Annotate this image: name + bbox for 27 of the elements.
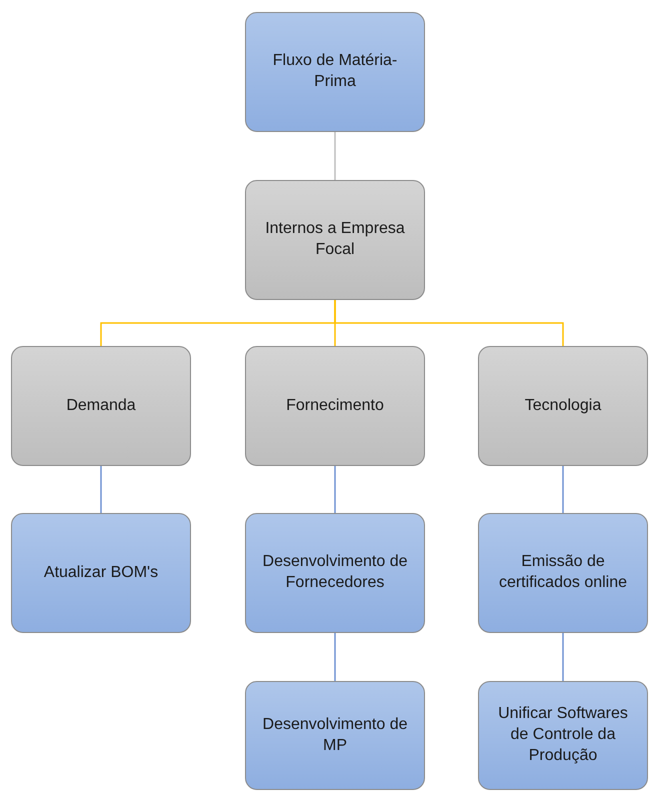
box-label: Atualizar BOM's (44, 562, 158, 583)
box-label: Internos a Empresa Focal (264, 219, 406, 260)
rounded-box (11, 346, 191, 466)
rounded-box (245, 12, 425, 132)
box-label: Tecnologia (524, 396, 602, 416)
connector-line (334, 466, 336, 513)
rounded-box (245, 346, 425, 466)
rounded-box (245, 180, 425, 300)
box-label: Demanda (66, 396, 136, 416)
box-label: Fluxo de Matéria-Prima (272, 51, 398, 92)
connector-line (334, 633, 336, 681)
rounded-box (478, 513, 648, 633)
connector-line (100, 466, 102, 513)
box-label: Unificar Softwares de Controle da Produção (497, 704, 629, 766)
rounded-box (245, 513, 425, 633)
box-label: Desenvolvimento de Fornecedores (262, 552, 408, 593)
rounded-box (11, 513, 191, 633)
rounded-box (245, 681, 425, 790)
rounded-box (478, 681, 648, 790)
box-label: Desenvolvimento de MP (262, 714, 408, 756)
box-label: Emissão de certificados online (498, 552, 628, 593)
connector-line (562, 466, 564, 513)
rounded-box (478, 346, 648, 466)
connector-line (334, 132, 336, 180)
connector-line (334, 300, 564, 346)
connector-line (562, 633, 564, 681)
box-label: Fornecimento (286, 396, 384, 416)
